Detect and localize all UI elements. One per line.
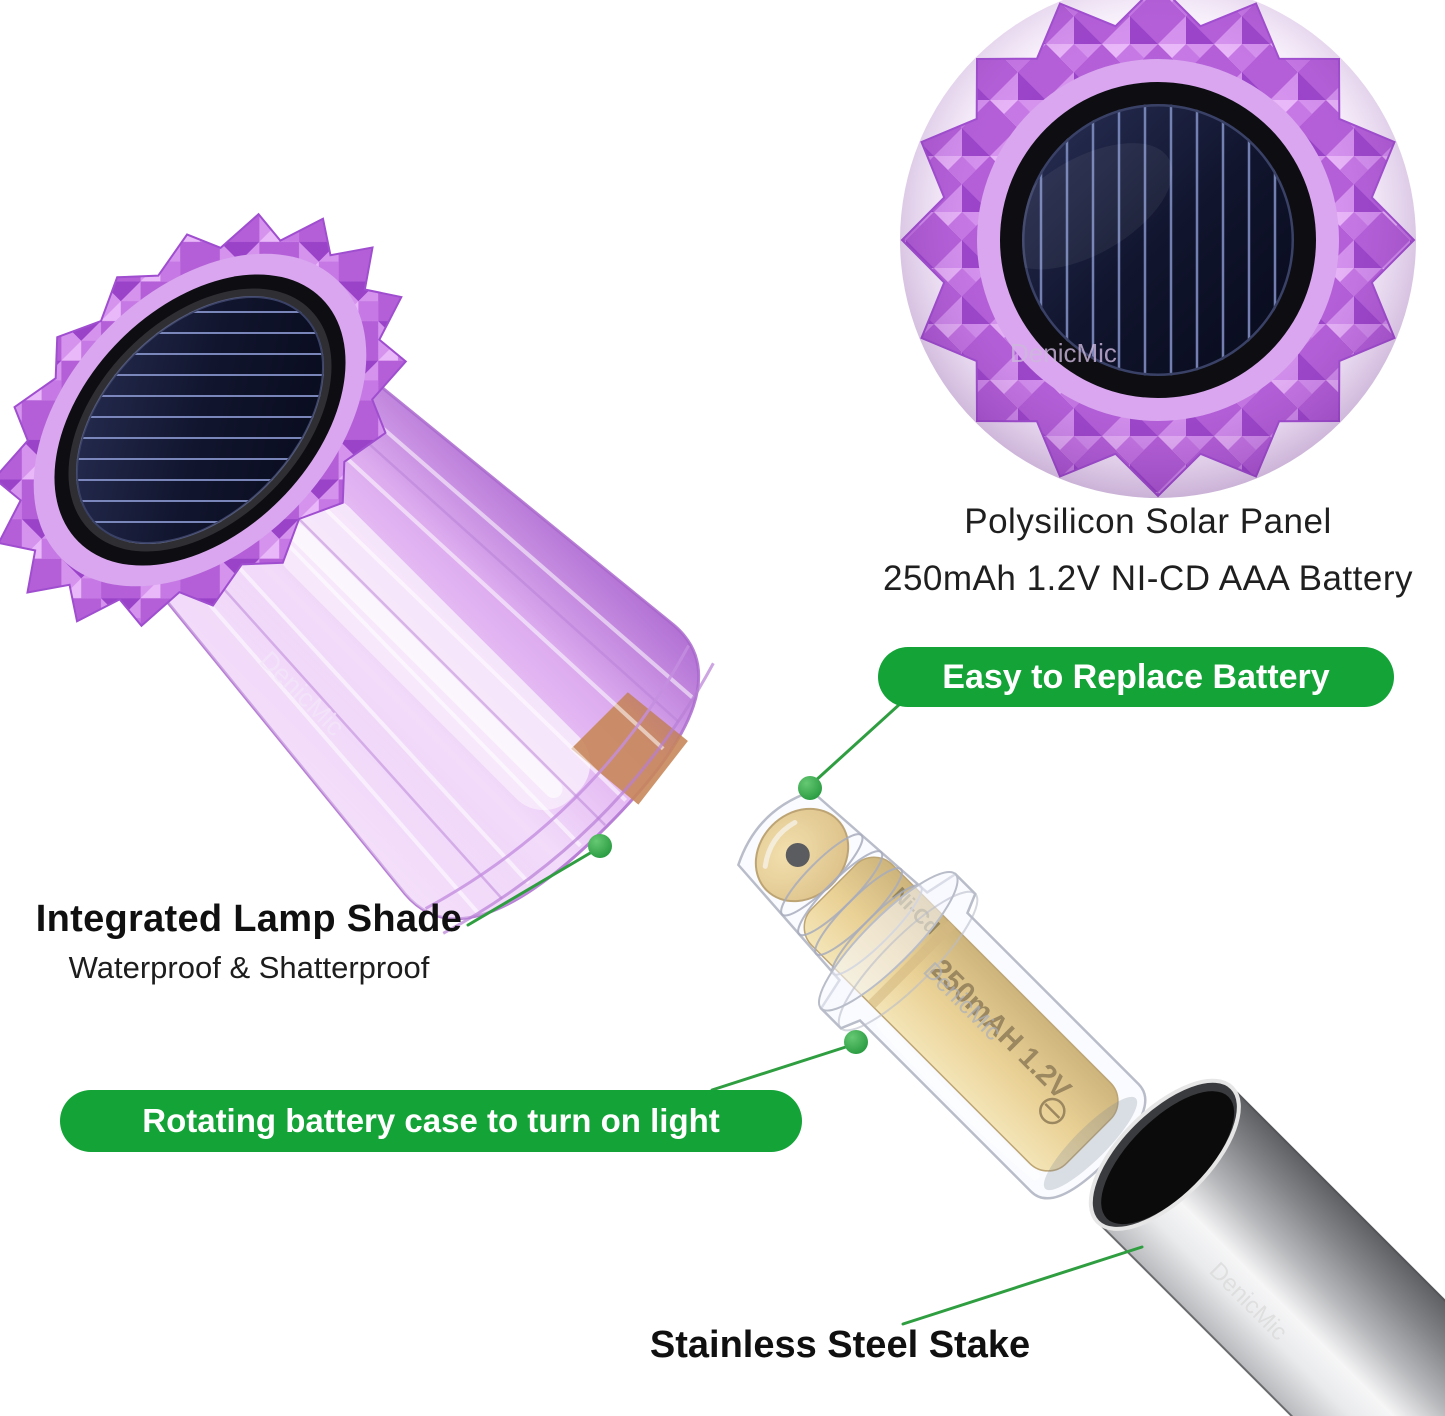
battery-case-flange-top	[817, 870, 959, 1012]
battery-minus-icon	[1039, 1097, 1066, 1125]
lamp-bottom-ridge-2	[442, 662, 715, 935]
callout-dot-lamp-shade	[588, 834, 612, 858]
rotating-case-pill-label: Rotating battery case to turn on light	[142, 1102, 720, 1139]
stake-tube	[1094, 1084, 1445, 1416]
battery-case-bottom-shadow	[1043, 1096, 1138, 1191]
solar-panel-caption: Polysilicon Solar Panel 250mAh 1.2V NI-C…	[810, 494, 1445, 607]
stake-opening-hole	[1101, 1091, 1235, 1225]
callout-dot-rotating-case	[844, 1030, 868, 1054]
callout-line-lamp-shade	[466, 847, 599, 927]
lamp-bottom-ridge-1	[424, 644, 690, 910]
rotating-case-pill: Rotating battery case to turn on light	[60, 1090, 802, 1152]
battery-case-threads	[780, 833, 923, 976]
callout-line-rotating-case	[710, 1043, 854, 1092]
stake-label-text: Stainless Steel Stake	[649, 1324, 1031, 1366]
battery-case-flange-bottom	[837, 890, 979, 1032]
battery-case-image: Ni-Cd 250mAH 1.2V	[736, 789, 1147, 1200]
battery-terminal-contact	[785, 843, 810, 867]
steel-stake-image	[1088, 1078, 1445, 1416]
callout-lines	[466, 701, 1144, 1326]
solar-panel-caption-line1: Polysilicon Solar Panel	[964, 502, 1332, 541]
callout-line-stake	[901, 1245, 1144, 1326]
easy-battery-pill-label: Easy to Replace Battery	[942, 657, 1330, 696]
solar-lamp-image	[0, 212, 742, 962]
lamp-shade-label: Integrated Lamp Shade Waterproof & Shatt…	[18, 898, 480, 986]
stake-edge-left	[1094, 1218, 1445, 1416]
battery-case-highlight	[875, 1019, 1040, 1181]
lamp-shade-title: Integrated Lamp Shade	[35, 898, 463, 940]
callout-line-easy-battery	[812, 701, 903, 784]
stake-label: Stainless Steel Stake	[628, 1324, 1052, 1367]
solar-panel-caption-line2: 250mAh 1.2V NI-CD AAA Battery	[882, 558, 1413, 598]
closeup-watermark: DenicMic	[1010, 338, 1117, 368]
battery-label-band	[867, 920, 956, 1009]
solar-panel-closeup: DenicMic	[900, 0, 1416, 498]
callout-dot-easy-battery	[798, 776, 822, 800]
lamp-shade-subtitle: Waterproof & Shatterproof	[68, 950, 430, 985]
lamp-panel-sheen	[68, 288, 332, 552]
lamp-ribs	[173, 393, 695, 915]
stake-edge-right	[1228, 1084, 1445, 1416]
battery-case-shell	[736, 789, 1147, 1200]
easy-battery-pill: Easy to Replace Battery	[878, 647, 1394, 707]
terminal-highlight	[762, 819, 798, 869]
closeup-solar-panel	[1022, 104, 1294, 376]
lamp-rib-shadows	[190, 410, 680, 900]
